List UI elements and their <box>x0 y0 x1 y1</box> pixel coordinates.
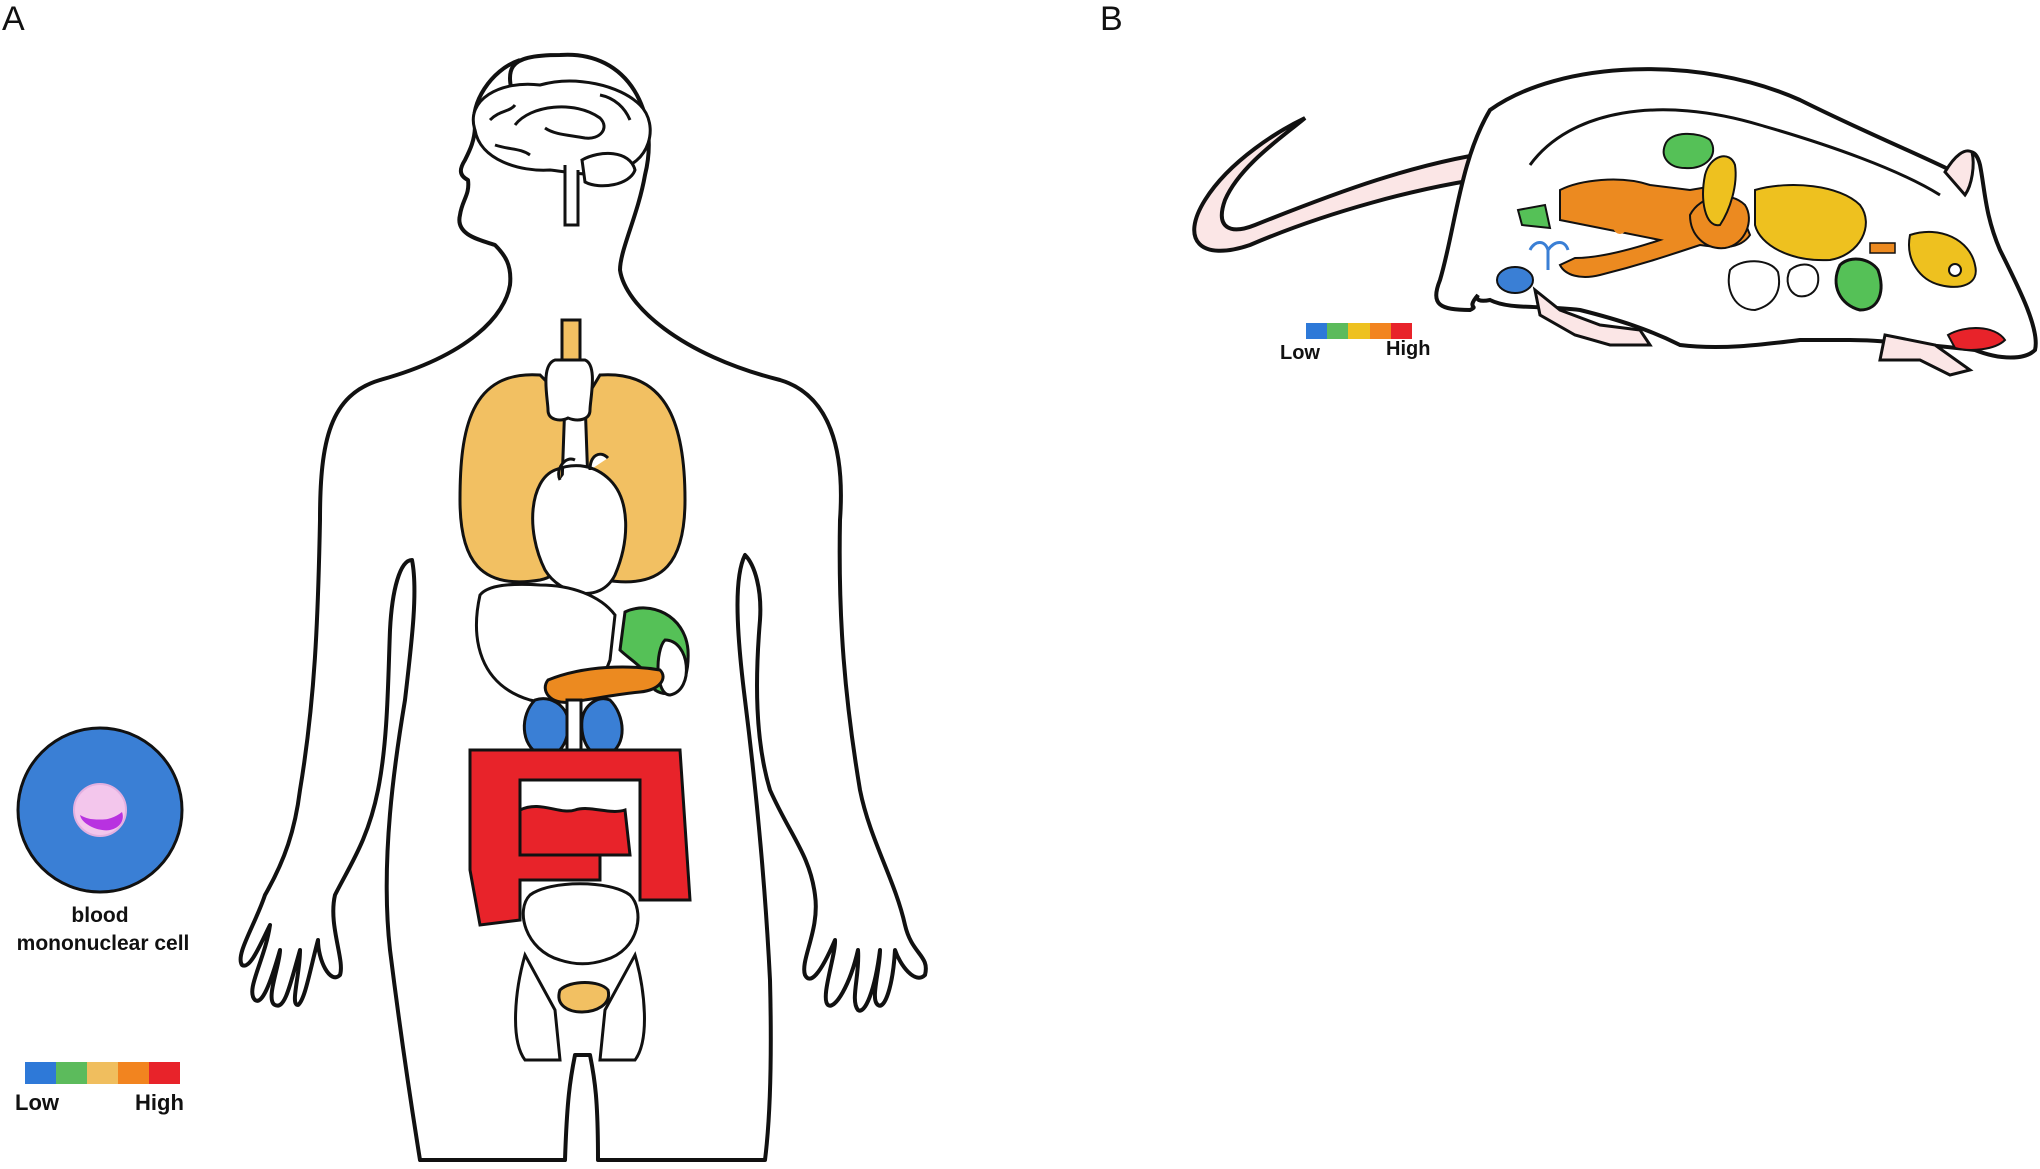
heart <box>531 452 628 595</box>
mouse-intestine-loops <box>1596 196 1679 234</box>
cell-label-line1: blood <box>71 904 129 927</box>
mouse-heart <box>1834 257 1883 312</box>
legend-swatch-2 <box>1327 323 1349 339</box>
cell-nucleus <box>80 812 123 831</box>
mouse-yellow-organ <box>1702 155 1737 227</box>
legend-swatch-2 <box>56 1062 87 1084</box>
legend-swatch-4 <box>1369 323 1391 339</box>
panel-label-a: A <box>2 0 25 38</box>
thyroid <box>544 358 594 422</box>
legend-low-mouse: Low <box>1280 342 1320 364</box>
mouse-liver <box>1754 184 1867 262</box>
mouse-green-organ-left <box>1516 203 1552 230</box>
mouse-uterus <box>1528 241 1570 270</box>
bladder <box>557 981 611 1014</box>
mouse-eye <box>1948 263 1962 277</box>
mouse-white-organ-2 <box>1786 263 1820 298</box>
legend-low-human: Low <box>15 1090 59 1115</box>
legend-swatch-4 <box>118 1062 149 1084</box>
legend-swatch-3 <box>1348 323 1370 339</box>
mouse-green-organ-top <box>1662 132 1715 170</box>
pelvis <box>514 882 646 1062</box>
mouse-blue-organ <box>1496 266 1534 294</box>
mouse-front-foot <box>1878 333 1974 377</box>
mouse-white-organ-1 <box>1727 260 1780 312</box>
legend-swatch-1 <box>1306 323 1328 339</box>
pancreas <box>543 665 665 704</box>
cell-label-line2: mononuclear cell <box>16 932 190 955</box>
mouse-ear <box>1943 149 1975 198</box>
legend-high-human: High <box>135 1090 184 1115</box>
small-intestine <box>518 804 632 857</box>
legend-swatch-1 <box>25 1062 56 1084</box>
panel-label-b: B <box>1100 0 1123 38</box>
mouse-hind-foot <box>1532 286 1653 347</box>
legend-high-mouse: High <box>1386 338 1431 360</box>
legend-swatch-3 <box>87 1062 118 1084</box>
mouse-spine-line <box>1528 108 1941 197</box>
brain <box>471 79 652 227</box>
mouse-red-organ <box>1946 327 2007 351</box>
legend-scale-human <box>25 1062 180 1084</box>
mouse-tail <box>1192 116 1512 253</box>
gallbladder <box>656 638 688 697</box>
legend-scale-mouse <box>1306 323 1412 339</box>
mouse-trachea <box>1869 242 1896 254</box>
legend-swatch-5 <box>149 1062 180 1084</box>
legend-swatch-5 <box>1390 323 1412 339</box>
